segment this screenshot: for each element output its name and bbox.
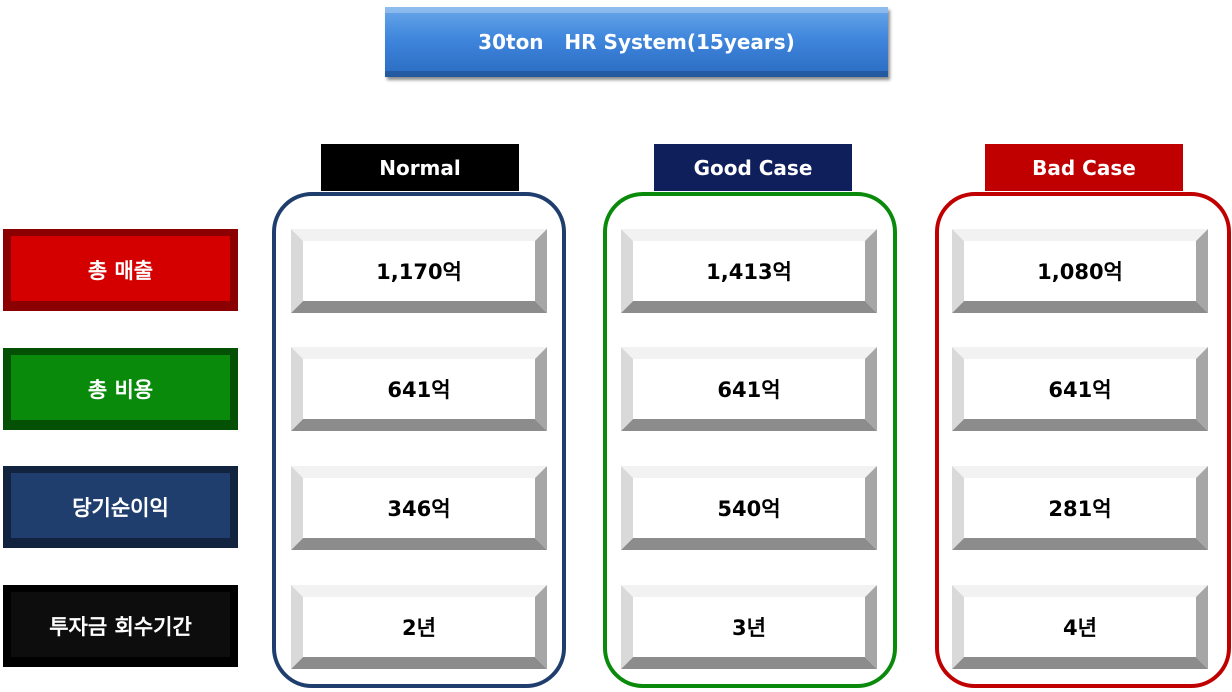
value-text: 346억 [387,497,451,521]
column-header-good-case: Good Case [654,144,852,191]
value-text: 641억 [717,378,781,402]
row-label-text: 총 비용 [87,378,154,402]
value-cell-normal-cost: 641억 [291,347,547,431]
value-cell-normal-revenue: 1,170억 [291,229,547,313]
value-text: 3년 [732,616,766,640]
page-title: 30ton HR System(15years) [385,7,888,77]
column-header-bad-case: Bad Case [985,144,1183,191]
value-text: 1,413억 [706,260,792,284]
value-text: 4년 [1063,616,1097,640]
value-cell-bad-cost: 641억 [952,347,1208,431]
row-label-total-cost: 총 비용 [3,348,238,430]
value-text: 641억 [387,378,451,402]
value-text: 641억 [1048,378,1112,402]
row-label-text: 당기순이익 [72,496,169,520]
column-frame-normal [272,192,566,688]
row-label-net-income: 당기순이익 [3,466,238,548]
column-frame-good-case [603,192,897,688]
value-text: 1,170억 [376,260,462,284]
column-frame-bad-case [935,192,1231,688]
row-label-text: 투자금 회수기간 [49,615,192,639]
column-header-normal: Normal [321,144,519,191]
value-cell-bad-net-income: 281억 [952,466,1208,550]
value-cell-normal-payback: 2년 [291,585,547,669]
value-cell-good-payback: 3년 [621,585,877,669]
value-cell-good-net-income: 540억 [621,466,877,550]
value-text: 540억 [717,497,781,521]
row-label-payback-period: 투자금 회수기간 [3,585,238,667]
value-cell-good-cost: 641억 [621,347,877,431]
value-text: 2년 [402,616,436,640]
row-label-total-revenue: 총 매출 [3,229,238,311]
value-cell-bad-revenue: 1,080억 [952,229,1208,313]
value-cell-bad-payback: 4년 [952,585,1208,669]
value-text: 281억 [1048,497,1112,521]
row-label-text: 총 매출 [87,259,154,283]
value-text: 1,080억 [1037,260,1123,284]
value-cell-normal-net-income: 346억 [291,466,547,550]
value-cell-good-revenue: 1,413억 [621,229,877,313]
